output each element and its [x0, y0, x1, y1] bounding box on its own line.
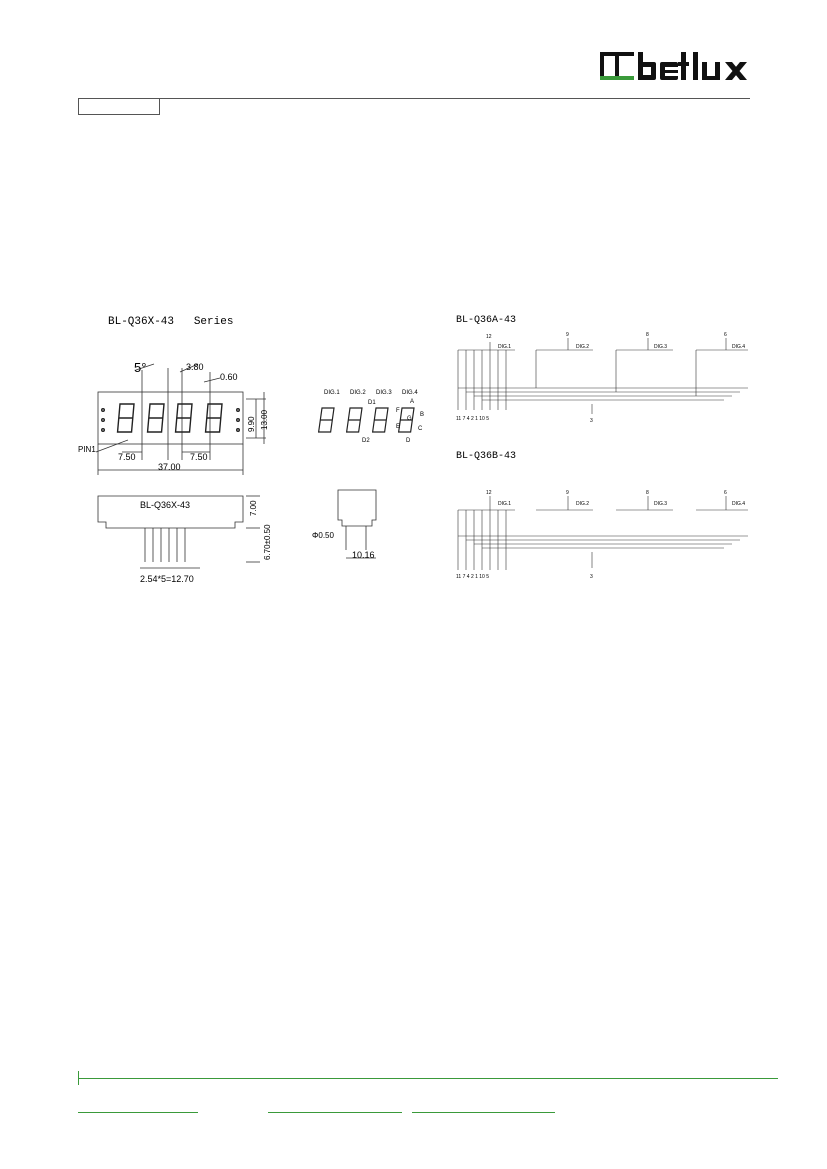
- seg-c-label: C: [418, 426, 423, 432]
- dim-pins-pitch: 2.54*5=12.70: [140, 574, 194, 584]
- circuit-a-pin-9: 9: [566, 332, 569, 338]
- circuit-a-title: BL-Q36A-43: [456, 315, 516, 326]
- circuit-a-pin-8: 8: [646, 332, 649, 338]
- digit-layout: [317, 407, 415, 433]
- end-view: [337, 489, 377, 559]
- circuit-b-dig4: DIG.4: [732, 501, 745, 507]
- circuit-b-pin-12: 12: [486, 490, 492, 496]
- footer-link-3[interactable]: [412, 1112, 555, 1113]
- dim-width-total: 37.00: [158, 462, 181, 472]
- technical-drawings: BL-Q36X-43 Series 5° 3.80 0.60 PIN1 7.50…: [78, 315, 748, 584]
- dim-diameter: Φ0.50: [312, 531, 335, 540]
- dim-angle: 5°: [134, 360, 146, 375]
- side-view: [97, 495, 260, 569]
- seg-b-label: B: [420, 412, 424, 418]
- dim-380: 3.80: [186, 362, 204, 372]
- dig3-label: DIG.3: [376, 390, 392, 396]
- dim-pitch-right: 7.50: [190, 452, 208, 462]
- dig2-label: DIG.2: [350, 390, 366, 396]
- circuit-a-dig3: DIG.3: [654, 344, 667, 350]
- circuit-b-dig2: DIG.2: [576, 501, 589, 507]
- dim-pitch-left: 7.50: [118, 452, 136, 462]
- side-label: BL-Q36X-43: [140, 500, 190, 510]
- circuit-a-diagram: [457, 338, 748, 414]
- circuit-b-dig3: DIG.3: [654, 501, 667, 507]
- footer-link-2[interactable]: [268, 1112, 402, 1113]
- circuit-b-dig1: DIG.1: [498, 501, 511, 507]
- seg-e-label: E: [396, 424, 400, 430]
- dim-670: 6.70±0.50: [263, 524, 272, 560]
- seg-f-label: F: [396, 408, 400, 414]
- circuit-a-dig4: DIG.4: [732, 344, 745, 350]
- footer-rule: [78, 1078, 778, 1079]
- circuit-a-pin-6: 6: [724, 332, 727, 338]
- circuit-b-pin-8: 8: [646, 490, 649, 496]
- series-title: BL-Q36X-43 Series: [108, 316, 233, 328]
- dim-depth: 10.16: [352, 550, 375, 560]
- dim-height-total: 13.00: [260, 409, 269, 430]
- circuit-a-pin-12: 12: [486, 334, 492, 340]
- pin1-label: PIN1: [78, 445, 96, 454]
- d1-label: D1: [368, 400, 376, 406]
- circuit-a-pin-3: 3: [590, 418, 593, 424]
- dig1-label: DIG.1: [324, 390, 340, 396]
- circuit-b-pin-6: 6: [724, 490, 727, 496]
- seg-a-label: A: [410, 399, 414, 405]
- brand-name: betlux: [600, 50, 603, 51]
- circuit-b-pin-3: 3: [590, 574, 593, 580]
- header-rule: [78, 98, 750, 99]
- seg-d-label: D: [406, 438, 411, 444]
- betlux-logo: betlux: [600, 50, 747, 80]
- circuit-a-bottom-pins: 11 7 4 2 1 10 5: [456, 416, 489, 422]
- circuit-a-dig2: DIG.2: [576, 344, 589, 350]
- seg-g-label: G: [407, 416, 412, 422]
- dim-height-digit: 9.90: [247, 416, 256, 432]
- dig4-label: DIG.4: [402, 390, 418, 396]
- circuit-a-dig1: DIG.1: [498, 344, 511, 350]
- header-tab-box: [78, 99, 160, 115]
- circuit-b-pin-9: 9: [566, 490, 569, 496]
- dim-060: 0.60: [220, 372, 238, 382]
- circuit-b-bottom-pins: 11 7 4 2 1 10 5: [456, 574, 489, 580]
- dim-700: 7.00: [249, 500, 258, 516]
- front-digits: [101, 403, 240, 433]
- footer-link-1[interactable]: [78, 1112, 198, 1113]
- circuit-b-diagram: [457, 496, 748, 570]
- front-view: [95, 363, 266, 475]
- d2-label: D2: [362, 438, 370, 444]
- circuit-b-title: BL-Q36B-43: [456, 451, 516, 462]
